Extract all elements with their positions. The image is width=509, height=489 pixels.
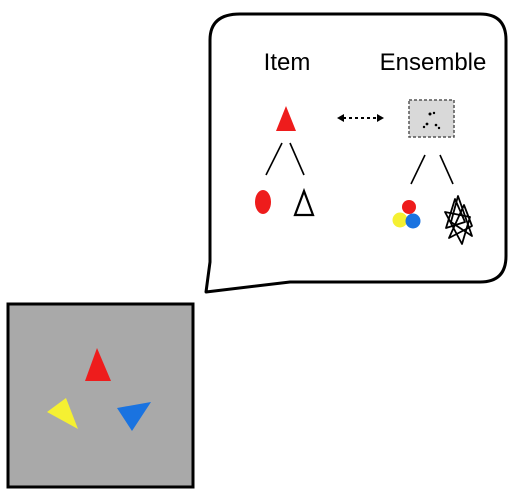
red-triangle-icon bbox=[276, 106, 296, 131]
double-arrow-icon bbox=[337, 114, 384, 122]
ensemble-dots-icon bbox=[422, 111, 441, 130]
ensemble-summary-box bbox=[408, 99, 455, 138]
color-cluster-icon bbox=[392, 200, 421, 229]
ensemble-branch-left bbox=[410, 154, 426, 185]
item-label: Item bbox=[264, 49, 311, 76]
red-triangle-icon bbox=[85, 348, 111, 381]
speech-bubble bbox=[204, 12, 508, 294]
ensemble-branch-right bbox=[439, 154, 454, 185]
outlined-triangle-icon bbox=[293, 187, 315, 217]
stimulus-display bbox=[6, 302, 195, 489]
red-ellipse-icon bbox=[255, 190, 271, 214]
yellow-triangle-icon bbox=[47, 398, 78, 429]
item-branch-right bbox=[289, 142, 305, 176]
overlapping-triangles-icon bbox=[444, 195, 473, 245]
ensemble-label: Ensemble bbox=[380, 49, 487, 76]
blue-triangle-icon bbox=[117, 402, 151, 431]
item-branch-left bbox=[265, 142, 283, 176]
